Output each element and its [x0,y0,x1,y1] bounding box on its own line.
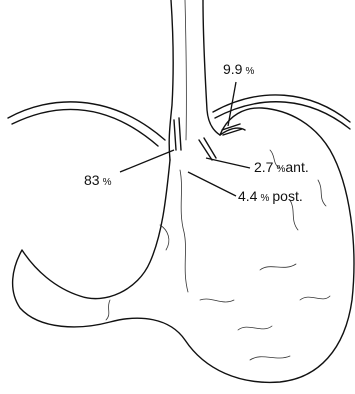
stomach-outline [13,108,354,382]
leader-post [188,172,236,196]
label-left: 83% [84,172,112,188]
leader-left [120,150,174,172]
label-top: 9.9% [223,61,254,77]
cardia-vessels [174,118,242,160]
leader-ant [206,158,250,168]
label-post: 4.4%post. [238,188,303,204]
label-ant: 2.7%ant. [254,159,309,175]
vessel-markings [106,150,330,360]
esophagus [169,0,220,160]
